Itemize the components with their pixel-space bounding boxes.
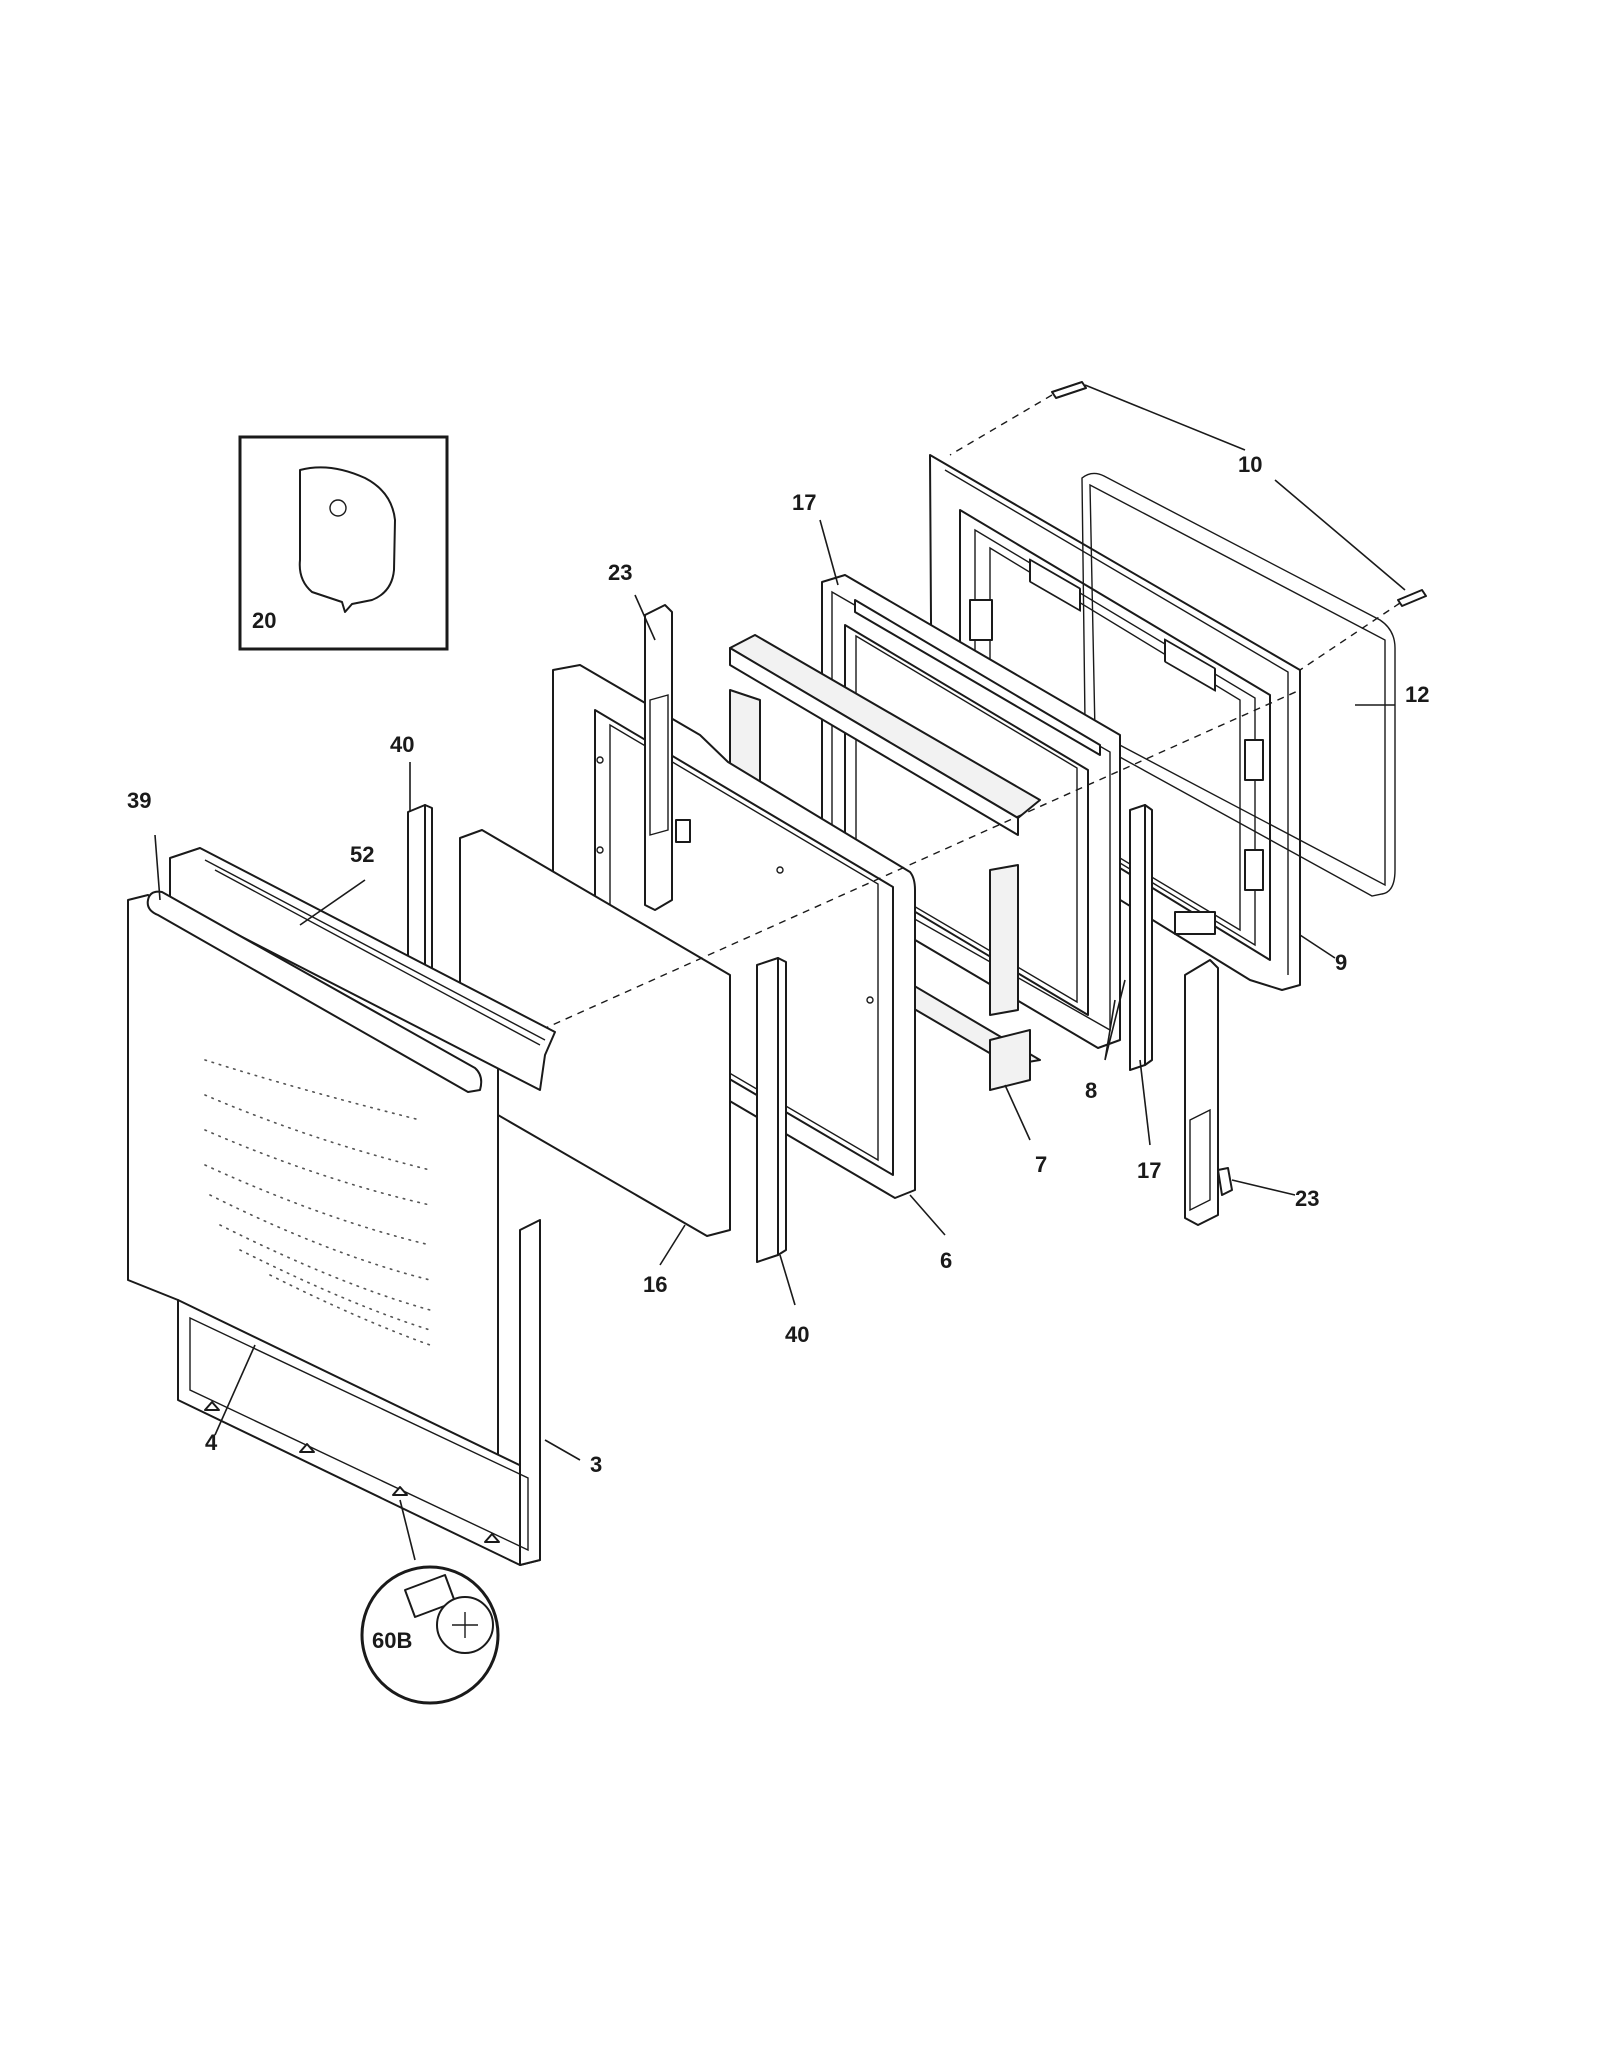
part-10-screws [949,381,1427,671]
part-17-side-channel [1129,804,1153,1071]
part-40-lower-channel [756,957,787,1263]
callout-23-top: 23 [608,560,632,585]
callout-40-bottom: 40 [785,1322,809,1347]
part-23-upper-hinge [644,604,691,911]
callout-60b: 60B [372,1628,412,1653]
callout-23-bottom: 23 [1295,1186,1319,1211]
callout-3: 3 [590,1452,602,1477]
callout-7: 7 [1035,1152,1047,1177]
callout-39: 39 [127,788,151,813]
callout-4: 4 [205,1430,218,1455]
callout-12: 12 [1405,682,1429,707]
callout-17-top: 17 [792,490,816,515]
callout-52: 52 [350,842,374,867]
inset-box-part-20: 20 [238,435,449,651]
callout-10: 10 [1238,452,1262,477]
detail-60b-screw [360,1565,500,1705]
callout-20: 20 [252,608,276,633]
window-reflection-pattern [204,1059,431,1346]
part-39-handle [146,890,483,1093]
part-23-lower-hinge [1184,959,1233,1226]
callout-6: 6 [940,1248,952,1273]
callout-9: 9 [1335,950,1347,975]
callout-17-bottom: 17 [1137,1158,1161,1183]
callout-40-top: 40 [390,732,414,757]
callout-16: 16 [643,1272,667,1297]
callout-8: 8 [1085,1078,1097,1103]
door-bottom-screws [204,1401,500,1543]
leader-lines [154,384,1406,1561]
alignment-line [529,689,1301,1036]
